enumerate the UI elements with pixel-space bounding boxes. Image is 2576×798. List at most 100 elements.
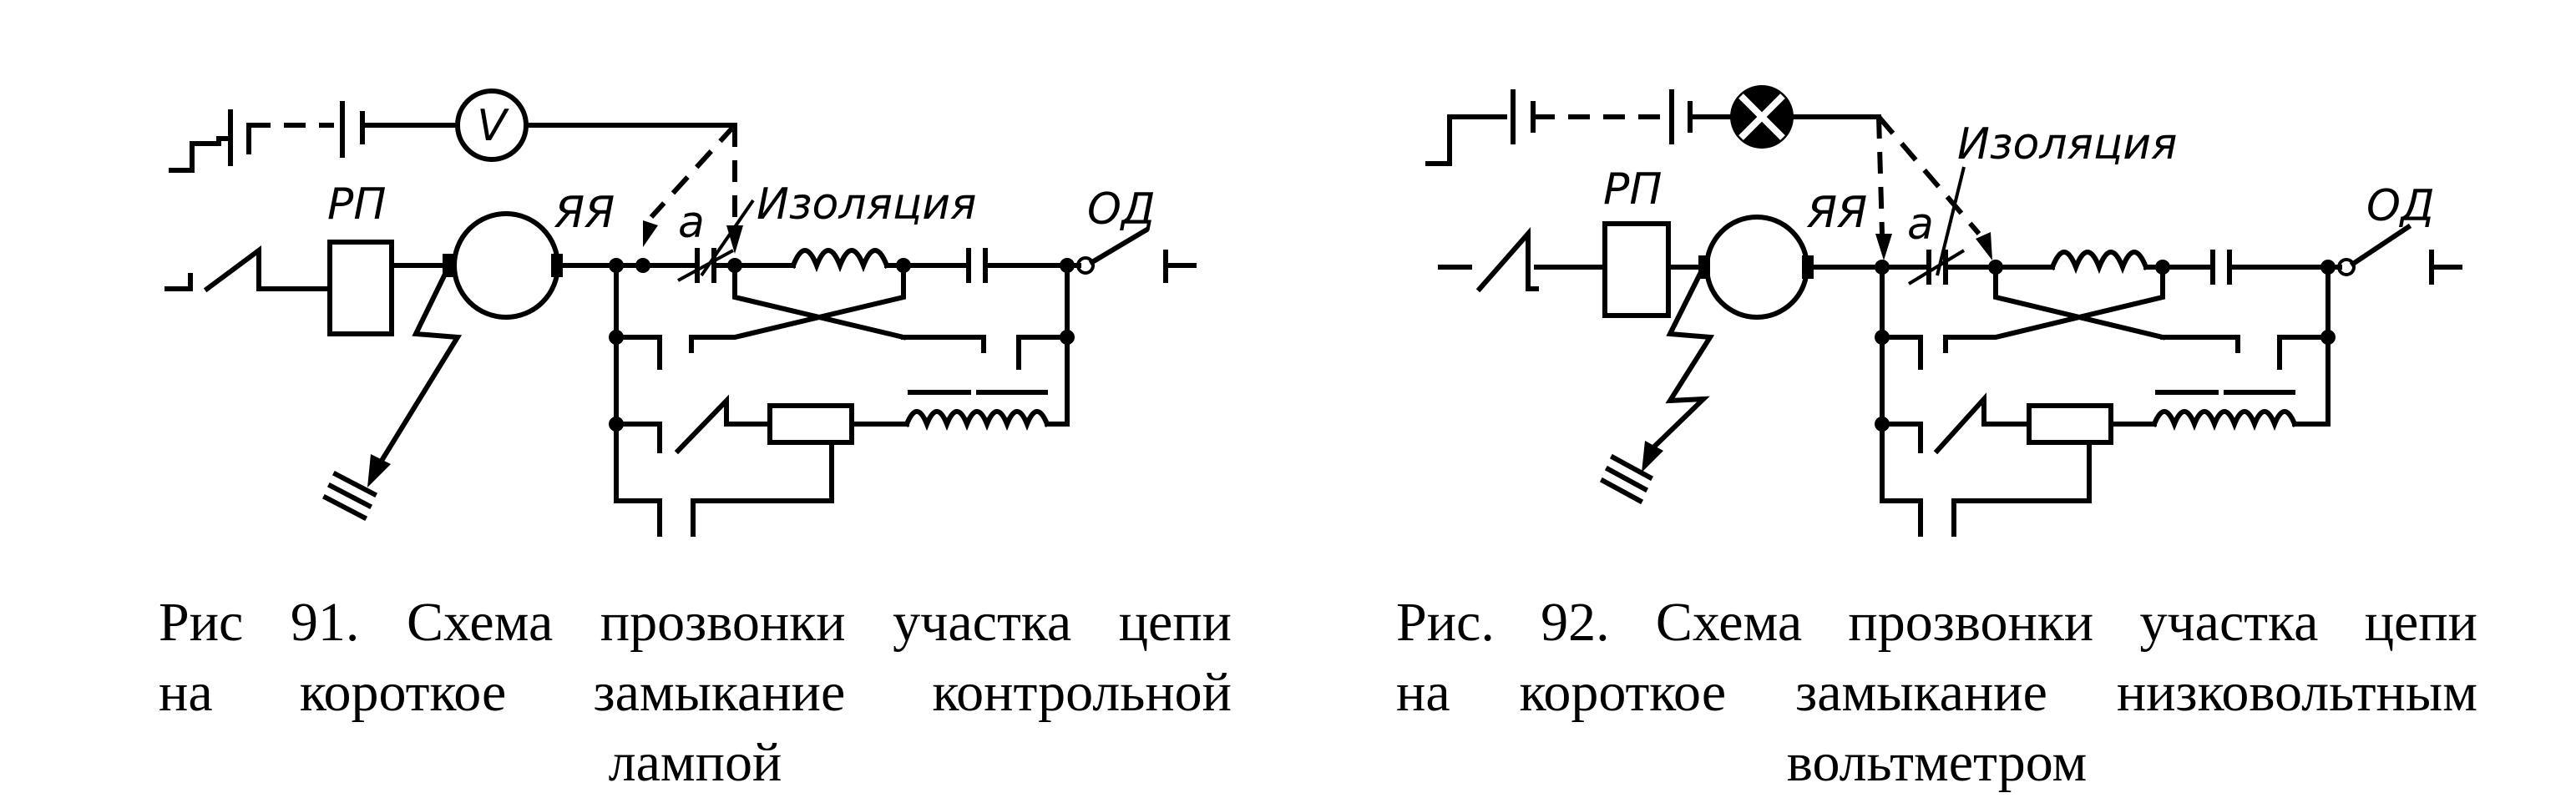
probe-arrow-icon [643,220,658,247]
earth-ground-icon [1599,453,1654,505]
caption-92: Рис. 92. Схема прозвонки участка цепи на… [1396,588,2477,798]
choke-icon [903,409,1050,432]
brush [1802,255,1814,279]
label-point-a: а [1907,200,1934,250]
label-armature: ЯЯ [1806,188,1867,238]
main-wire [164,273,193,291]
relay-rp [1602,221,1671,318]
caption-word: цепи [2364,592,2477,653]
lamp-filament [1738,93,1785,140]
switch-contact [674,394,772,455]
ladder-wire [614,422,662,453]
caption-word: прозвонки [1848,592,2094,653]
cross-wire [689,263,907,353]
caption-word: цепи [1118,592,1232,653]
coil-icon [2049,250,2149,275]
switch-contact [1933,392,2032,455]
switch-contact [203,245,332,293]
caption-line: на короткое замыкание контрольной [159,658,1232,728]
ladder-wire [1045,335,1070,427]
ladder-wire [1880,335,1923,370]
dashed-probe [649,123,737,220]
dashed-probe [1876,115,1981,235]
caption-word: короткое [1519,662,1727,723]
caption-word: короткое [299,662,507,723]
caption-91: Рис 91. Схема прозвонки участка цепи на … [159,588,1232,798]
caption-word: контрольной [932,662,1232,723]
node [635,258,650,273]
circuit-diagram-91: V [164,88,1197,537]
caption-word: на [1396,662,1450,723]
choke-icon [2151,409,2298,432]
figure-91: V [0,0,1286,793]
caption-word: 91. [290,592,360,653]
disconnector-blade [2349,223,2412,268]
figure-92: РП ЯЯ а Изоляция ОД Рис. 92. Схема прозв… [1286,0,2576,793]
probe-arrow-icon [1976,232,1992,260]
ladder-wire [1880,498,1923,537]
node [2337,258,2356,276]
fault-arrow-icon [1642,441,1663,472]
caption-line: Рис. 92. Схема прозвонки участка цепи [1396,588,2477,658]
brush [551,254,563,277]
contact-lead [1907,249,1966,285]
disconnector-ground [1163,250,1197,283]
resistor [767,403,854,445]
voltmeter-label: V [477,101,509,151]
caption-word: на [159,662,213,723]
probe-arrow-icon [1875,234,1892,260]
caption-word: участка [2139,592,2319,653]
caption-word: Рис [159,592,244,653]
label-rp: РП [327,179,386,230]
ground-bracket [1425,114,1507,166]
caption-line: Рис 91. Схема прозвонки участка цепи [159,588,1232,658]
caption-word: Схема [406,592,554,653]
resistor [2027,403,2113,445]
label-insulation: Изоляция [1957,119,2177,169]
label-rp: РП [1603,164,1662,215]
armature-icon [1704,215,1809,320]
disconnector-ground [2429,250,2462,285]
node [1076,256,1095,275]
ladder-wire [614,498,662,537]
caption-word: Схема [1655,592,1803,653]
caption-word: замыкание [593,662,846,723]
caption-line: на короткое замыкание низковольтным [1396,658,2477,728]
disconnector-blade [1088,226,1150,266]
ladder-wire [1951,440,2092,537]
caption-word: участка [893,592,1072,653]
switch-contact [1475,227,1539,293]
coil-icon [790,248,890,273]
armature-icon [452,211,560,320]
earth-ground-icon [321,470,378,522]
label-armature: ЯЯ [554,188,615,238]
caption-word: низковольтным [2116,662,2477,723]
fault-lightning-icon [1646,263,1715,455]
cross-wire [901,335,986,353]
cross-wire [2160,335,2240,353]
label-insulation: Изоляция [757,179,976,230]
relay-rp [327,240,394,336]
ground-bracket [169,141,221,173]
dashed-probe [1876,116,1885,235]
ladder-wire [614,335,662,370]
caption-line: лампой [608,732,782,793]
caption-word: прозвонки [600,592,846,653]
ladder-wire [1016,335,1070,370]
ladder-wire [691,440,834,537]
caption-word: 92. [1541,592,1610,653]
label-disconnector: ОД [1087,184,1156,235]
ladder-wire [1880,422,1923,453]
caption-line: вольтметром [1786,732,2088,793]
insulation-leader [1936,166,1966,276]
fault-lightning-icon [373,261,463,472]
caption-word: замыкание [1795,662,2047,723]
contact-lead [677,249,734,282]
caption-word: Рис. [1396,592,1495,653]
fault-arrow-icon [367,454,391,487]
label-disconnector: ОД [2366,181,2435,231]
cross-wire [1943,265,2166,353]
insulation-leader [700,199,755,277]
circuit-diagram-92: РП ЯЯ а Изоляция ОД [1425,85,2462,537]
label-point-a: а [678,198,705,248]
